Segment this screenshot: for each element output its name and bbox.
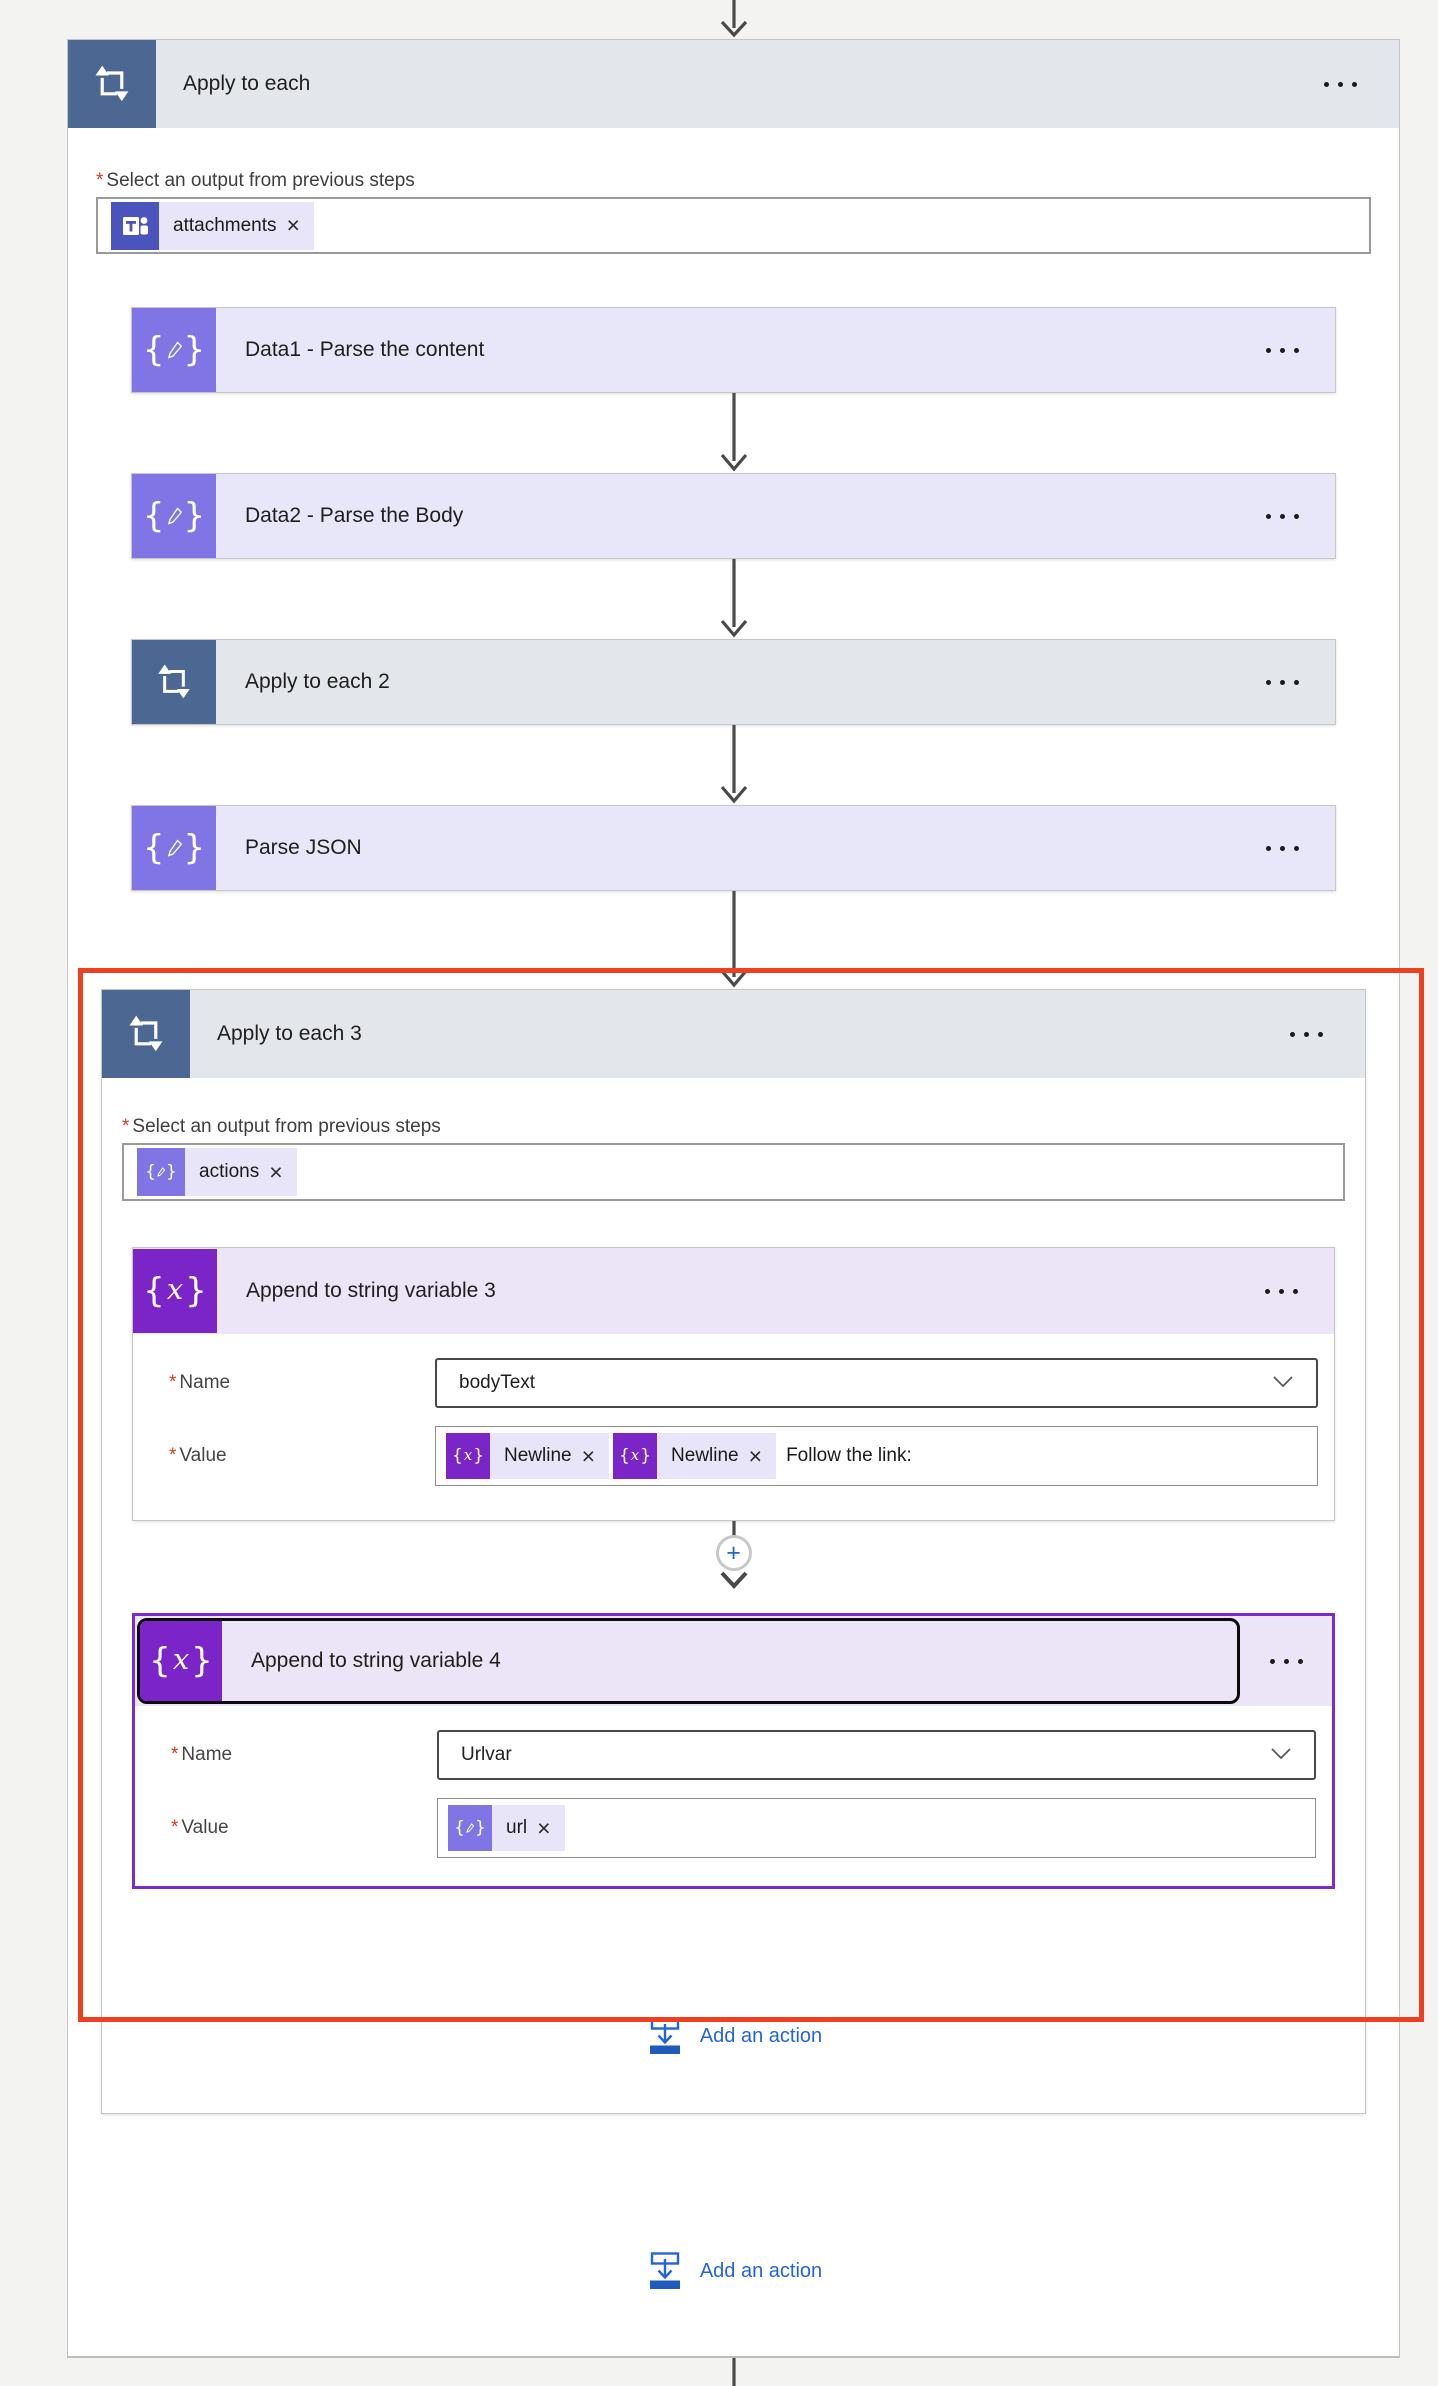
token-newline-2[interactable]: {x} Newline ×: [613, 1433, 777, 1479]
token-label: Newline: [671, 1445, 739, 1466]
value-input[interactable]: {x} Newline ×: [435, 1426, 1318, 1486]
name-field-label: * Name: [169, 1372, 231, 1393]
output-select-input[interactable]: {} actions ×: [122, 1143, 1345, 1201]
add-action-label: Add an action: [699, 2259, 823, 2282]
outgoing-connector-line: [67, 2358, 1400, 2386]
name-dropdown-value: Urlvar: [461, 1744, 512, 1765]
token-attachments[interactable]: attachments ×: [111, 201, 314, 250]
append-to-string-variable-3-card: {x} Append to string variable 3 * Name: [132, 1247, 1335, 1521]
loop-icon: [132, 640, 216, 724]
incoming-connector-arrow: [67, 0, 1400, 39]
required-asterisk: *: [122, 1116, 130, 1137]
token-remove-button[interactable]: ×: [286, 212, 300, 238]
parse-json-icon: {}: [132, 308, 216, 392]
card-title: Append to string variable 4: [251, 1649, 501, 1672]
more-menu-button[interactable]: [1286, 1022, 1327, 1047]
add-action-label: Add an action: [699, 2024, 823, 2047]
name-dropdown[interactable]: bodyText: [435, 1358, 1318, 1408]
card-title: Data2 - Parse the Body: [245, 504, 464, 527]
connector-arrow: [96, 725, 1371, 805]
connector-arrow: [96, 559, 1371, 639]
more-menu-button[interactable]: [1262, 836, 1303, 861]
required-asterisk: *: [96, 170, 104, 191]
add-action-button-outer[interactable]: Add an action: [96, 2248, 1371, 2294]
parse-json-icon: {}: [132, 474, 216, 558]
loop-icon: [68, 40, 156, 128]
more-menu-button[interactable]: [1262, 670, 1303, 695]
arrow-down-icon: [720, 0, 747, 38]
variable-icon: {x}: [140, 1621, 222, 1701]
teams-icon: [111, 201, 159, 250]
token-remove-button[interactable]: ×: [748, 1442, 763, 1469]
action-card-data2[interactable]: {} Data2 - Parse the Body: [131, 473, 1336, 559]
action-card-parse-json[interactable]: {} Parse JSON: [131, 805, 1336, 891]
variable-icon: {x}: [446, 1433, 490, 1479]
add-action-icon: [649, 2252, 680, 2289]
card-title: Append to string variable 3: [246, 1279, 496, 1302]
name-dropdown[interactable]: Urlvar: [437, 1730, 1316, 1780]
value-text: Follow the link:: [786, 1445, 912, 1466]
name-field-label: * Name: [171, 1744, 233, 1765]
token-label: attachments: [173, 214, 277, 236]
value-field-label: * Value: [169, 1445, 227, 1466]
apply-to-each-3-header[interactable]: Apply to each 3: [102, 990, 1365, 1078]
action-card-apply-to-each-2[interactable]: Apply to each 2: [131, 639, 1336, 725]
add-action-button-inner[interactable]: Add an action: [122, 2013, 1345, 2059]
value-field-label: * Value: [171, 1817, 229, 1838]
scope-title: Apply to each: [183, 72, 311, 95]
more-menu-button[interactable]: [1320, 72, 1361, 97]
apply-to-each-scope: Apply to each * Select an output from pr…: [67, 39, 1400, 2358]
token-remove-button[interactable]: ×: [269, 1158, 283, 1185]
connector-arrow: [96, 891, 1371, 989]
more-menu-button[interactable]: [1266, 1649, 1307, 1674]
param-label: * Select an output from previous steps: [122, 1116, 441, 1137]
token-actions[interactable]: {} actions ×: [137, 1148, 297, 1196]
value-input[interactable]: {} url ×: [437, 1798, 1316, 1858]
insert-step-button[interactable]: +: [715, 1535, 752, 1571]
scope-title: Apply to each 3: [217, 1022, 362, 1045]
append-4-header[interactable]: {x} Append to string variable 4: [137, 1618, 1240, 1704]
card-title: Apply to each 2: [245, 670, 390, 693]
parse-json-icon: {}: [448, 1805, 492, 1851]
token-label: Newline: [504, 1445, 572, 1466]
token-remove-button[interactable]: ×: [581, 1442, 596, 1469]
append-to-string-variable-4-card: {x} Append to string variable 4: [132, 1613, 1335, 1889]
param-label: * Select an output from previous steps: [96, 170, 415, 191]
more-menu-button[interactable]: [1261, 1279, 1302, 1304]
more-menu-button[interactable]: [1262, 338, 1303, 363]
chevron-down-icon: [1270, 1744, 1292, 1766]
card-title: Parse JSON: [245, 836, 362, 859]
add-action-icon: [649, 2017, 680, 2054]
variable-icon: {x}: [133, 1249, 217, 1333]
apply-to-each-3-scope: Apply to each 3 * Select an output from …: [101, 989, 1366, 2114]
token-remove-button[interactable]: ×: [537, 1814, 551, 1841]
connector-arrow: [96, 393, 1371, 473]
append-3-header[interactable]: {x} Append to string variable 3: [133, 1248, 1334, 1334]
name-dropdown-value: bodyText: [459, 1372, 536, 1393]
apply-to-each-header[interactable]: Apply to each: [68, 40, 1399, 128]
chevron-down-icon: [1272, 1372, 1294, 1394]
parse-json-icon: {}: [137, 1148, 185, 1196]
output-select-input[interactable]: attachments ×: [96, 197, 1371, 254]
token-label: url: [506, 1817, 528, 1838]
insert-step-connector: +: [122, 1521, 1345, 1613]
card-title: Data1 - Parse the content: [245, 338, 485, 361]
parse-json-icon: {}: [132, 806, 216, 890]
token-newline-1[interactable]: {x} Newline ×: [446, 1433, 610, 1479]
loop-icon: [102, 990, 190, 1078]
variable-icon: {x}: [613, 1433, 658, 1479]
token-label: actions: [199, 1161, 260, 1182]
action-card-data1[interactable]: {} Data1 - Parse the content: [131, 307, 1336, 393]
token-url[interactable]: {} url ×: [448, 1805, 565, 1851]
more-menu-button[interactable]: [1262, 504, 1303, 529]
